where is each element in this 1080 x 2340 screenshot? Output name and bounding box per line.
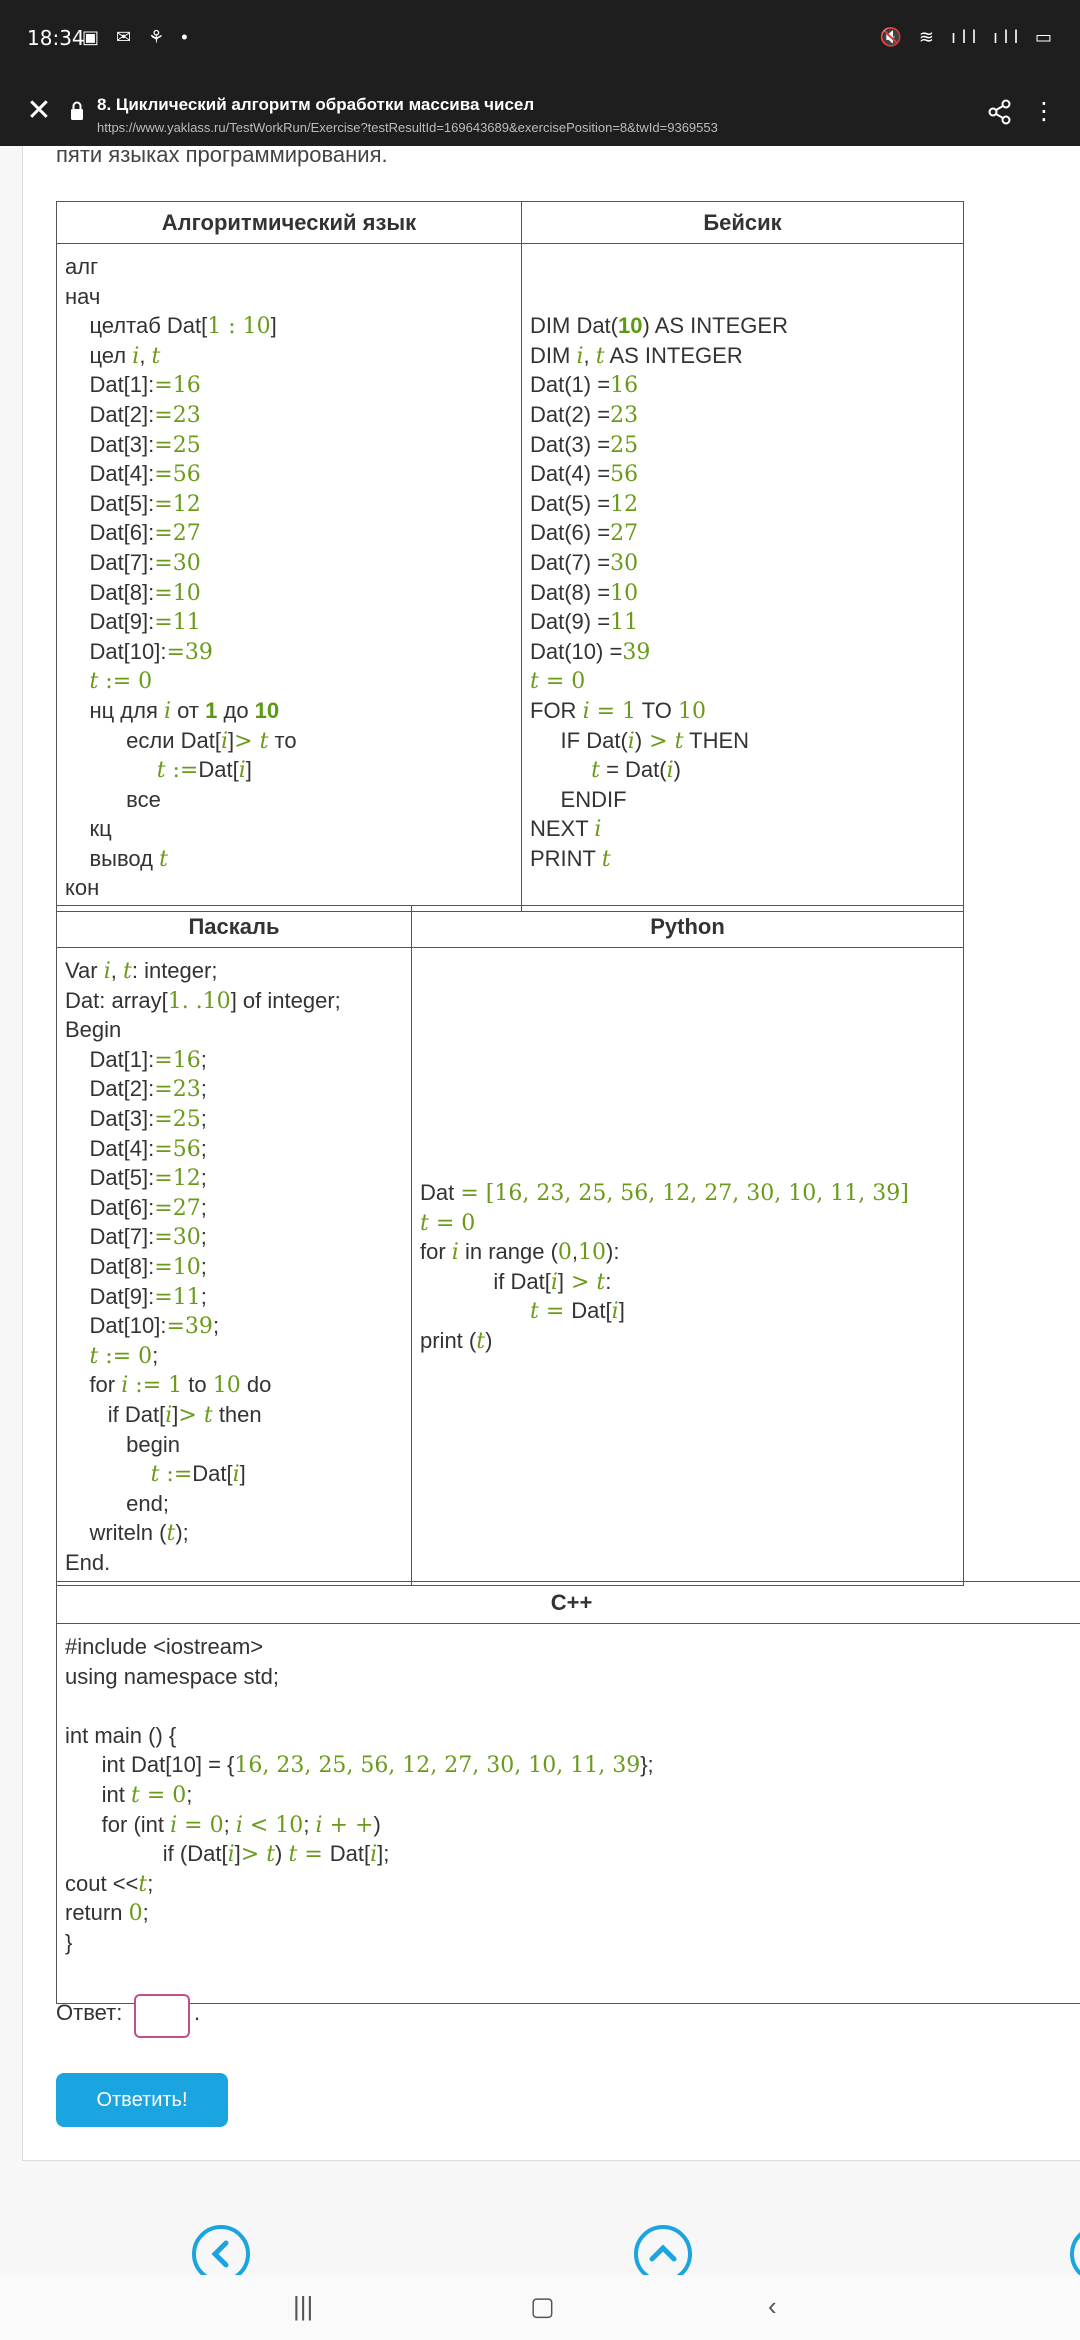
code-pascal: Var i, t: integer; Dat: array[1. .10] of… bbox=[56, 946, 412, 1587]
system-icons: 🔇 ≋ ıll ıll ▭ bbox=[879, 27, 1058, 47]
header-alg: Алгоритмический язык bbox=[56, 201, 522, 244]
header-basic: Бейсик bbox=[521, 201, 964, 244]
submit-button[interactable]: Ответить! bbox=[56, 2073, 228, 2127]
code-table-pascal-python: Паскаль Python Var i, t: integer; Dat: a… bbox=[56, 905, 964, 1587]
header-python: Python bbox=[411, 905, 964, 948]
header-pascal: Паскаль bbox=[56, 905, 412, 948]
browser-toolbar: ✕ 8. Циклический алгоритм обработки масс… bbox=[0, 80, 1080, 146]
answer-label: Ответ: bbox=[56, 2000, 123, 2025]
code-basic: DIM Dat(10) AS INTEGER DIM i, t AS INTEG… bbox=[521, 242, 964, 913]
recent-apps-icon[interactable]: ||| bbox=[293, 2291, 314, 2321]
close-icon[interactable]: ✕ bbox=[26, 94, 52, 127]
more-menu-icon[interactable]: ⋮ bbox=[1032, 98, 1056, 125]
back-icon[interactable]: ‹ bbox=[768, 2291, 777, 2321]
notification-icons: ▣ ✉ ⚘ • bbox=[82, 27, 194, 47]
status-bar: 18:34 ▣ ✉ ⚘ • 🔇 ≋ ıll ıll ▭ bbox=[0, 0, 1080, 80]
intro-text: пяти языках программирования. bbox=[56, 142, 388, 167]
code-table-alg-basic: Алгоритмический язык Бейсик алг нач целт… bbox=[56, 201, 964, 913]
code-python: Dat = [16, 23, 25, 56, 12, 27, 30, 10, 1… bbox=[411, 946, 964, 1587]
page-url[interactable]: https://www.yaklass.ru/TestWorkRun/Exerc… bbox=[97, 120, 718, 135]
home-icon[interactable]: ▢ bbox=[530, 2291, 555, 2321]
answer-dot: . bbox=[194, 2000, 201, 2025]
code-cpp: #include <iostream> using namespace std;… bbox=[56, 1623, 1080, 2004]
code-table-cpp: C++ #include <iostream> using namespace … bbox=[56, 1581, 1080, 2004]
lock-icon bbox=[71, 101, 83, 120]
answer-input[interactable] bbox=[134, 1994, 190, 2038]
chevron-left-icon bbox=[211, 2240, 229, 2268]
page-title: 8. Циклический алгоритм обработки массив… bbox=[97, 95, 535, 114]
status-time: 18:34 bbox=[27, 26, 85, 50]
chevron-up-icon bbox=[649, 2244, 677, 2262]
share-icon[interactable] bbox=[986, 98, 1014, 126]
header-cpp: C++ bbox=[56, 1581, 1080, 1624]
system-nav-bar: ||| ▢ ‹ bbox=[0, 2275, 1080, 2340]
code-alg: алг нач целтаб Dat[1 : 10] цел i, t Dat[… bbox=[56, 242, 522, 913]
